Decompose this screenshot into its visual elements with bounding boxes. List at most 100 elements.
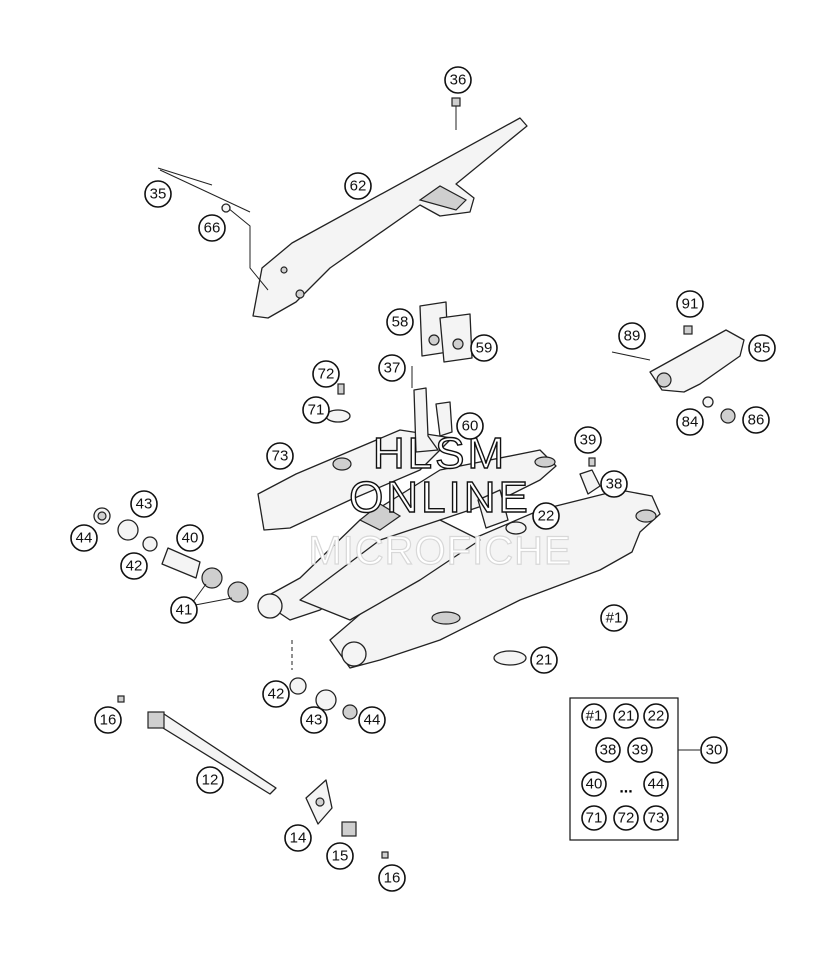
kit-item-44: 44: [643, 771, 669, 797]
callout-16-upper: 16: [94, 706, 122, 734]
svg-text:40: 40: [182, 530, 199, 547]
callout-15: 15: [326, 842, 354, 870]
callout-35: 35: [144, 180, 172, 208]
svg-text:91: 91: [682, 296, 699, 313]
svg-text:59: 59: [476, 340, 493, 357]
callout-71: 71: [302, 396, 330, 424]
kit-item-21: 21: [613, 703, 639, 729]
kit-item-73: 73: [643, 805, 669, 831]
callout-22: 22: [532, 502, 560, 530]
svg-text:84: 84: [682, 414, 699, 431]
callout-14: 14: [284, 824, 312, 852]
callout-42-upper: 42: [120, 552, 148, 580]
callout-72: 72: [312, 360, 340, 388]
svg-text:71: 71: [308, 402, 325, 419]
svg-text:21: 21: [618, 708, 635, 725]
svg-text:22: 22: [648, 708, 665, 725]
callout-1: #1: [600, 604, 628, 632]
kit-item-1: #1: [581, 703, 607, 729]
svg-text:12: 12: [202, 772, 219, 789]
svg-text:42: 42: [126, 558, 143, 575]
plate-14: [305, 779, 333, 825]
swingarm-main: [257, 449, 661, 669]
screw-36: [451, 97, 461, 107]
svg-text:85: 85: [754, 340, 771, 357]
kit-item-22: 22: [643, 703, 669, 729]
callout-39: 39: [574, 426, 602, 454]
kit-box: [569, 697, 700, 841]
callout-36: 36: [444, 66, 472, 94]
watermark-line3: MICROFICHE: [308, 529, 571, 573]
svg-text:72: 72: [318, 366, 335, 383]
kit-item-72: 72: [613, 805, 639, 831]
kit-item-38: 38: [595, 737, 621, 763]
bolt-35: [157, 167, 231, 213]
svg-text:38: 38: [600, 742, 617, 759]
callout-40: 40: [176, 524, 204, 552]
callout-44-lower: 44: [358, 706, 386, 734]
kit-item-39: 39: [627, 737, 653, 763]
kit-range-dots: ...: [619, 780, 632, 797]
svg-text:30: 30: [706, 742, 723, 759]
slider-21: [493, 650, 527, 666]
svg-text:40: 40: [586, 776, 603, 793]
svg-text:22: 22: [538, 508, 555, 525]
svg-text:86: 86: [748, 412, 765, 429]
svg-text:89: 89: [624, 328, 641, 345]
svg-text:44: 44: [648, 776, 665, 793]
callout-66: 66: [198, 214, 226, 242]
chain-slider-73: [257, 383, 453, 531]
svg-text:#1: #1: [606, 610, 623, 627]
svg-text:43: 43: [136, 496, 153, 513]
pivot-axle-12: [117, 695, 277, 795]
callout-62: 62: [344, 172, 372, 200]
bearing-stack-lower: [289, 640, 358, 720]
callout-42-lower: 42: [262, 680, 290, 708]
svg-text:15: 15: [332, 848, 349, 865]
svg-text:72: 72: [618, 810, 635, 827]
bearing-stack-left: [93, 507, 249, 607]
svg-text:60: 60: [462, 418, 479, 435]
nut-15: [341, 821, 389, 859]
watermark-line2: ONLINE: [349, 473, 531, 522]
clip-38-39: [579, 457, 601, 495]
callout-16-lower: 16: [378, 864, 406, 892]
svg-text:16: 16: [100, 712, 117, 729]
svg-text:42: 42: [268, 686, 285, 703]
watermark: MICROFICHE HLSM ONLINE: [308, 428, 572, 573]
clamp-part-58-59: [419, 301, 473, 363]
callout-89: 89: [618, 322, 646, 350]
svg-text:66: 66: [204, 220, 221, 237]
svg-text:#1: #1: [586, 708, 603, 725]
callout-73: 73: [266, 442, 294, 470]
callout-86: 86: [742, 406, 770, 434]
svg-text:62: 62: [350, 178, 367, 195]
svg-text:41: 41: [176, 602, 193, 619]
callout-59: 59: [470, 334, 498, 362]
svg-text:71: 71: [586, 810, 603, 827]
kit-item-40: 40: [581, 771, 607, 797]
kit-item-71: 71: [581, 805, 607, 831]
callout-12: 12: [196, 766, 224, 794]
svg-text:36: 36: [450, 72, 467, 89]
svg-text:43: 43: [306, 712, 323, 729]
callout-30: 30: [700, 736, 728, 764]
callout-84: 84: [676, 408, 704, 436]
callout-37: 37: [378, 354, 406, 382]
callout-60: 60: [456, 412, 484, 440]
svg-text:44: 44: [76, 530, 93, 547]
svg-text:14: 14: [290, 830, 307, 847]
svg-text:39: 39: [580, 432, 597, 449]
svg-text:73: 73: [648, 810, 665, 827]
watermark-line1: HLSM: [373, 429, 507, 478]
svg-text:35: 35: [150, 186, 167, 203]
svg-text:16: 16: [384, 870, 401, 887]
svg-text:38: 38: [606, 476, 623, 493]
callout-91: 91: [676, 290, 704, 318]
callout-85: 85: [748, 334, 776, 362]
svg-text:58: 58: [392, 314, 409, 331]
callout-58: 58: [386, 308, 414, 336]
svg-text:21: 21: [536, 652, 553, 669]
callout-43-lower: 43: [300, 706, 328, 734]
